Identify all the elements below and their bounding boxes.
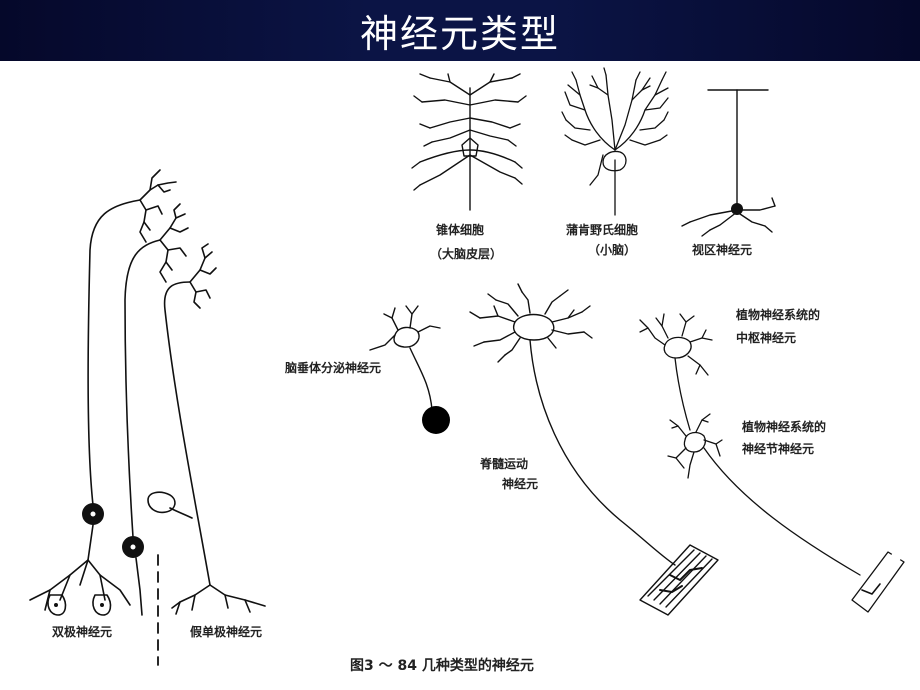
autonomic-ganglion-neuron-drawing [667, 413, 905, 613]
spinal-motor-neuron-drawing [469, 283, 719, 616]
figure-caption: 图3 ～ 84 几种类型的神经元 [350, 658, 534, 674]
autonomic-ganglion-label-line2: 神经节神经元 [742, 442, 815, 456]
purkinje-cell-label: 蒲肯野氏细胞 [566, 223, 639, 237]
spinal-motor-neuron-label-line1: 脊髓运动 [480, 457, 529, 471]
page-title: 神经元类型 [359, 12, 560, 56]
visual-area-neuron-label: 视区神经元 [692, 243, 753, 257]
autonomic-central-label-line1: 植物神经系统的 [736, 308, 821, 322]
purkinje-cell-sublabel: （小脑） [588, 243, 637, 257]
pyramidal-cell-label: 锥体细胞 [436, 223, 485, 237]
spinal-motor-neuron-label-line2: 神经元 [502, 477, 539, 491]
purkinje-cell-drawing [561, 67, 669, 216]
neuron-types-figure: 锥体细胞 （大脑皮层） 蒲肯野氏细胞 （小脑） 视区神经元 脑垂体分泌神经元 植… [0, 61, 920, 690]
pseudounipolar-neuron-drawing [147, 243, 266, 615]
neurohypophysis-neuron-drawing [369, 305, 450, 434]
bipolar-neuron-2-drawing [122, 203, 189, 616]
neuron-drawings [29, 67, 905, 666]
autonomic-central-label-line2: 中枢神经元 [736, 331, 797, 345]
pseudounipolar-neuron-label: 假单极神经元 [190, 625, 263, 639]
autonomic-ganglion-label-line1: 植物神经系统的 [742, 420, 827, 434]
bipolar-neuron-drawing [29, 169, 177, 616]
autonomic-central-neuron-drawing [639, 313, 713, 431]
title-bar: 神经元类型 [0, 0, 920, 61]
visual-area-neuron-drawing [681, 89, 776, 237]
pyramidal-cell-drawing [411, 73, 527, 211]
neurohypophysis-neuron-label: 脑垂体分泌神经元 [285, 361, 382, 375]
bipolar-neuron-label: 双极神经元 [52, 625, 113, 639]
pyramidal-cell-sublabel: （大脑皮层） [430, 247, 503, 261]
